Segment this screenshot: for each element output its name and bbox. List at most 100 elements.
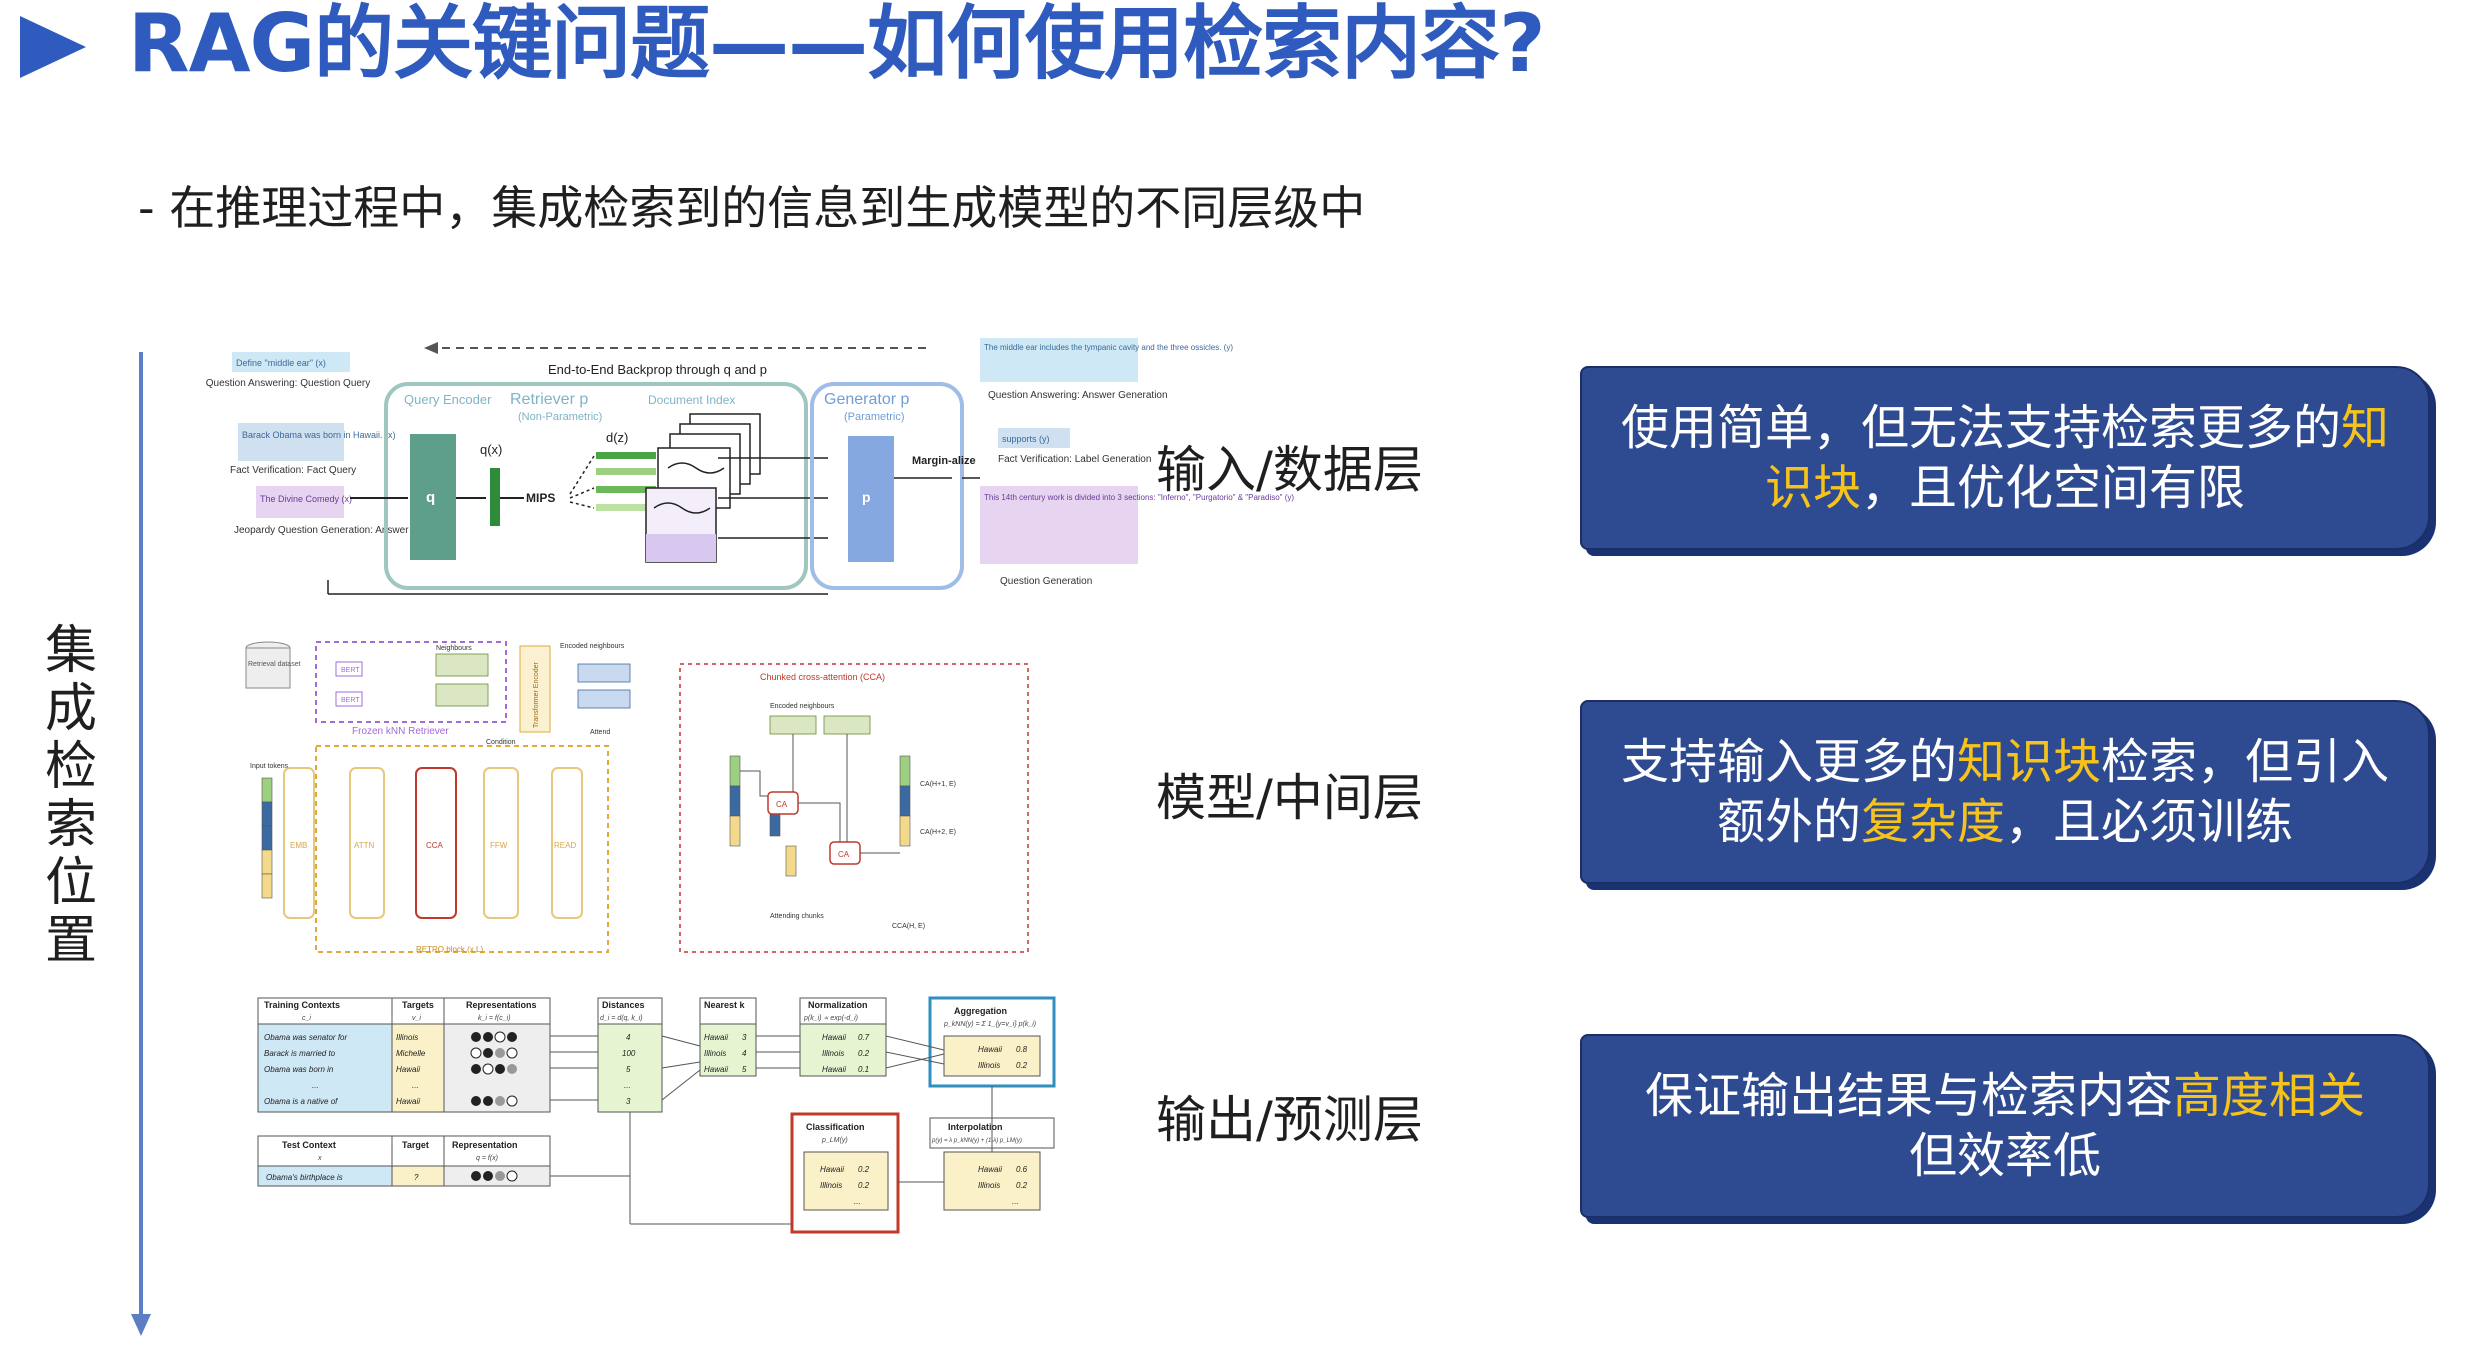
knn-target-4: ... (412, 1081, 419, 1090)
knn-norm-2: Illinois (822, 1049, 844, 1058)
callout-model-line-2: 额外的复杂度，且必须训练 (1716, 794, 2294, 850)
retro-ca-1: CA (776, 800, 788, 809)
knn-interp-ellipsis: ... (1012, 1197, 1019, 1206)
rag-input-2-caption: Fact Verification: Fact Query (230, 465, 356, 476)
knn-context-3: Obama was born in (264, 1065, 334, 1074)
knn-norm-3: Hawaii (822, 1065, 846, 1074)
knn-interp-2-p: 0.2 (1016, 1181, 1028, 1190)
knn-interp-1-p: 0.6 (1016, 1165, 1028, 1174)
rag-q: q (426, 489, 435, 506)
retro-attn: ATTN (354, 841, 375, 850)
layer-label-output: 输出/预测层 (1156, 1091, 1423, 1149)
rag-output-3: This 14th century work is divided into 3… (984, 493, 1294, 502)
knn-target-2: Michelle (396, 1049, 426, 1058)
knn-h-class: Classification (806, 1122, 865, 1132)
knn-context-4: ... (312, 1081, 319, 1090)
knn-interp-1: Hawaii (978, 1165, 1002, 1174)
knn-target-3: Hawaii (396, 1065, 420, 1074)
knn-dist-5: 3 (626, 1097, 631, 1106)
knn-test-target: ? (414, 1173, 419, 1182)
title-bullet-arrow-icon (20, 16, 86, 78)
knn-h-training: Training Contexts (264, 1000, 340, 1010)
knn-agg-1-p: 0.8 (1016, 1045, 1028, 1054)
knn-agg-2: Illinois (978, 1061, 1000, 1070)
retro-encoded-neighbours: Encoded neighbours (560, 643, 625, 650)
knn-norm-2-p: 0.2 (858, 1049, 870, 1058)
knn-context-2: Barack is married to (264, 1049, 336, 1058)
knn-nearest-3: Hawaii (704, 1065, 728, 1074)
knn-h-norm-sub: p(k_i) ∝ exp(-d_i) (803, 1015, 858, 1022)
knn-class-2: Illinois (820, 1181, 842, 1190)
retro-emb: EMB (290, 841, 307, 850)
rag-backprop-label: End-to-End Backprop through q and p (548, 362, 767, 377)
knn-context-1: Obama was senator for (264, 1033, 347, 1042)
callout-output-layer: 保证输出结果与检索内容高度相关 但效率低 (1580, 1034, 2430, 1218)
layer-label-model: 模型/中间层 (1156, 769, 1423, 827)
rag-non-parametric: (Non-Parametric) (518, 411, 602, 423)
callout-model-line-1: 支持输入更多的知识块检索，但引入 (1620, 734, 2390, 790)
retro-transformer-encoder: Transformer Encoder (533, 661, 540, 728)
knn-h-targets: Targets (402, 1000, 434, 1010)
knn-target-1: Illinois (396, 1033, 418, 1042)
knn-agg-1: Hawaii (978, 1045, 1002, 1054)
rag-output-2: supports (y) (1002, 434, 1050, 444)
knn-h-interp-sub: p(y) = λ p_kNN(y) + (1-λ) p_LM(y) (931, 1138, 1022, 1144)
rag-ptheta: p (862, 489, 871, 505)
knn-test-context: Obama's birthplace is (266, 1173, 343, 1182)
retrieval-position-axis-arrow (131, 352, 151, 1336)
knn-h-target: Target (402, 1140, 429, 1150)
knn-class-1-p: 0.2 (858, 1165, 870, 1174)
knn-h-targets-sub: v_i (412, 1015, 421, 1022)
retro-frozen-knn: Frozen kNN Retriever (352, 726, 449, 737)
callout-input-layer: 使用简单，但无法支持检索更多的知 识块，且优化空间有限 (1580, 366, 2430, 550)
knn-h-repr-sub: k_i = f(c_i) (478, 1015, 510, 1022)
knn-h-nearest: Nearest k (704, 1000, 746, 1010)
slide-title: RAG的关键问题——如何使用检索内容? (128, 0, 1546, 90)
rag-retriever: Retriever p (510, 391, 588, 408)
retro-input-tokens: Input tokens (250, 763, 289, 770)
rag-input-1: Define "middle ear" (x) (236, 358, 326, 368)
retro-attend: Attend (590, 729, 610, 736)
rag-mips: MIPS (526, 491, 555, 505)
retro-read: READ (554, 841, 576, 850)
rag-dz: d(z) (606, 430, 628, 445)
rag-parametric: (Parametric) (844, 411, 905, 423)
knn-context-5: Obama is a native of (264, 1097, 338, 1106)
knn-h-dist-sub: d_i = d(q, k_i) (600, 1015, 643, 1022)
rag-architecture-figure: Define "middle ear" (x) Question Answeri… (206, 338, 1294, 598)
rag-input-1-caption: Question Answering: Question Query (206, 378, 371, 389)
knn-nearest-2-d: 4 (742, 1049, 747, 1058)
knn-h-class-sub: p_LM(y) (821, 1137, 848, 1144)
knn-h-norm: Normalization (808, 1000, 868, 1010)
knn-target-5: Hawaii (396, 1097, 420, 1106)
retro-cca-out-1: CA(H+1, E) (920, 781, 956, 788)
knn-h-test-context-sub: x (317, 1155, 322, 1162)
knn-dist-4: ... (624, 1081, 631, 1090)
callout-input-line-2: 识块，且优化空间有限 (1764, 460, 2246, 516)
knn-norm-1: Hawaii (822, 1033, 846, 1042)
rag-marginalize: Margin-alize (912, 455, 976, 467)
knn-lm-figure: Training Contexts Targets Representation… (252, 996, 1067, 1241)
retro-attending-chunks: Attending chunks (770, 913, 824, 920)
knn-h-test-repr-sub: q = f(x) (476, 1155, 498, 1162)
knn-nearest-2: Illinois (704, 1049, 726, 1058)
retro-cca-out-2: CA(H+2, E) (920, 829, 956, 836)
knn-nearest-1: Hawaii (704, 1033, 728, 1042)
retro-condition: Condition (486, 739, 516, 746)
retro-architecture-figure: Retrieval dataset Frozen kNN Retriever B… (240, 636, 1040, 958)
knn-h-test-repr: Representation (452, 1140, 518, 1150)
knn-h-agg-sub: p_kNN(y) = Σ 1_{y=v_i} p(k_i) (943, 1021, 1036, 1028)
retro-cca: CCA (426, 841, 444, 850)
layer-label-input: 输入/数据层 (1156, 441, 1423, 499)
knn-class-ellipsis: ... (854, 1197, 861, 1206)
knn-dist-2: 100 (622, 1049, 636, 1058)
knn-norm-1-p: 0.7 (858, 1033, 870, 1042)
knn-class-2-p: 0.2 (858, 1181, 870, 1190)
axis-label: 集成检索位置 (44, 621, 97, 971)
rag-output-1-caption: Question Answering: Answer Generation (988, 390, 1168, 401)
rag-qx: q(x) (480, 442, 502, 457)
retro-block-label: RETRO block (x L) (416, 945, 483, 954)
rag-output-1: The middle ear includes the tympanic cav… (984, 343, 1233, 352)
knn-h-training-sub: c_i (302, 1015, 311, 1022)
retro-neighbours: Neighbours (436, 645, 472, 652)
